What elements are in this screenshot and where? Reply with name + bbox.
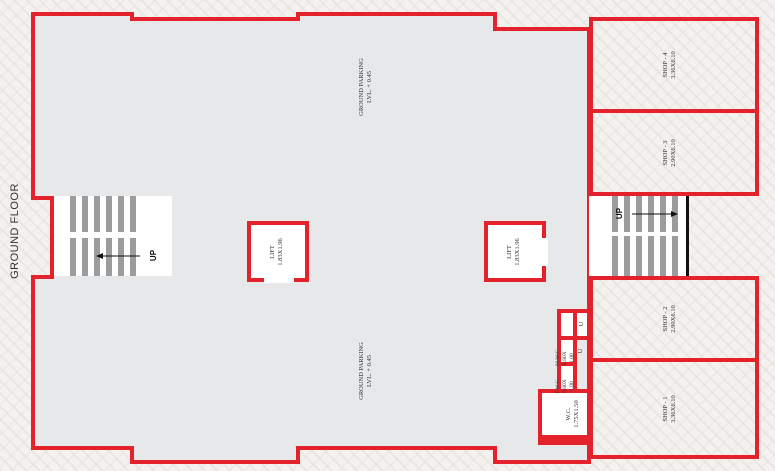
shop-1-label: SHOP - 1 3.36X6.10 [662, 379, 680, 439]
parking-label-top: GROUND PARKING LVL. + 0.45 [358, 47, 376, 127]
lift-name: LIFT [269, 245, 276, 259]
fwc-name: F.W.C. [555, 378, 561, 394]
parking-outline [31, 12, 591, 464]
lift-label-left: LIFT 1.83X1.96 [269, 222, 287, 282]
wc-size: 1.75X1.50 [573, 400, 580, 428]
shop-3-outline [589, 109, 759, 196]
shop-2-label: SHOP - 2 2.90X6.10 [662, 289, 680, 349]
wc-name: W.C. [565, 407, 572, 421]
shop-size: 3.36X6.10 [670, 395, 677, 423]
parking-level: LVL. + 0.45 [366, 71, 373, 103]
stair-up-label-left: UP [149, 249, 159, 262]
urinal-label-2: U [578, 321, 585, 327]
shop-name: SHOP - 4 [662, 52, 669, 78]
floor-title: GROUND FLOOR [9, 183, 21, 279]
parking-name: GROUND PARKING [358, 58, 365, 116]
parking-label-bottom: GROUND PARKING LVL. + 0.45 [358, 331, 376, 411]
lift-size: 1.83X1.96 [514, 238, 521, 266]
wc-label: W.C. 1.75X1.50 [565, 394, 583, 434]
lift-label-right: LIFT 1.83X1.96 [506, 222, 524, 282]
toilets [538, 309, 591, 445]
shop-size: 2.90X6.10 [670, 305, 677, 333]
left-staircase [54, 196, 172, 276]
shop-name: SHOP - 1 [662, 396, 669, 422]
shop-name: SHOP - 2 [662, 306, 669, 332]
lift-size: 1.83X1.96 [277, 238, 284, 266]
lift-name: LIFT [506, 245, 513, 259]
stair-up-label-right: UP [615, 207, 625, 220]
lift-right [484, 221, 546, 282]
shop-size: 3.36X6.10 [670, 51, 677, 79]
shop-size: 2.90X6.10 [670, 139, 677, 167]
parking-level: LVL. + 0.45 [366, 355, 373, 387]
shop-name: SHOP - 3 [662, 140, 669, 166]
shop-3-label: SHOP - 3 2.90X6.10 [662, 123, 680, 183]
parking-name: GROUND PARKING [358, 342, 365, 400]
right-staircase [589, 194, 689, 278]
shop-4-label: SHOP - 4 3.36X6.10 [662, 35, 680, 95]
